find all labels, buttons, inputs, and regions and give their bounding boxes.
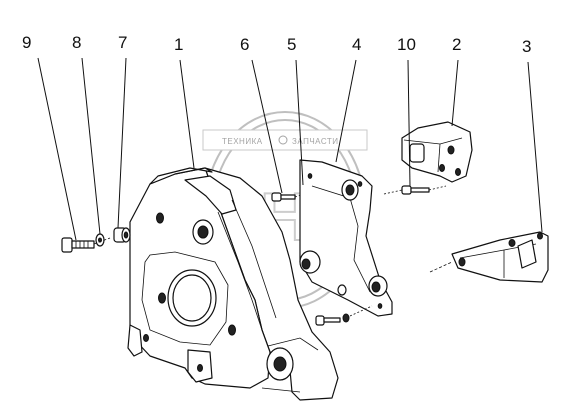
callout-4: 4 <box>352 35 361 54</box>
part-3-bracket <box>429 231 549 283</box>
leader-7 <box>117 57 127 229</box>
part-2-bracket <box>401 121 473 183</box>
callout-5: 5 <box>287 35 296 54</box>
callout-2: 2 <box>452 35 461 54</box>
leader-3 <box>527 61 543 233</box>
watermark-left-text: ТЕХНИКА <box>222 137 263 146</box>
leader-9 <box>37 57 77 241</box>
part-7-bushing <box>113 227 131 243</box>
callout-1: 1 <box>174 35 183 54</box>
assembly-axis-left <box>93 237 111 245</box>
part-4-plate <box>299 159 393 326</box>
part-8-washer <box>95 233 105 247</box>
leader-4 <box>335 59 357 163</box>
callout-7: 7 <box>118 33 127 52</box>
callouts: 9 8 7 1 6 5 4 10 2 3 <box>22 33 543 241</box>
callout-9: 9 <box>22 33 31 52</box>
part-9-bolt <box>61 237 95 253</box>
callout-3: 3 <box>522 37 531 56</box>
leader-1 <box>179 59 195 169</box>
leader-5 <box>295 59 304 186</box>
part-6-bolt <box>271 192 305 202</box>
callout-10: 10 <box>397 35 416 54</box>
leader-8 <box>81 57 101 235</box>
part-1-housing <box>127 167 339 401</box>
callout-8: 8 <box>72 33 81 52</box>
watermark-right-text: ЗАПЧАСТИ <box>292 137 338 146</box>
part-10-bolt <box>383 185 447 195</box>
leader-2 <box>451 59 459 127</box>
leader-6 <box>251 59 283 194</box>
leader-10 <box>407 59 411 187</box>
callout-6: 6 <box>240 35 249 54</box>
